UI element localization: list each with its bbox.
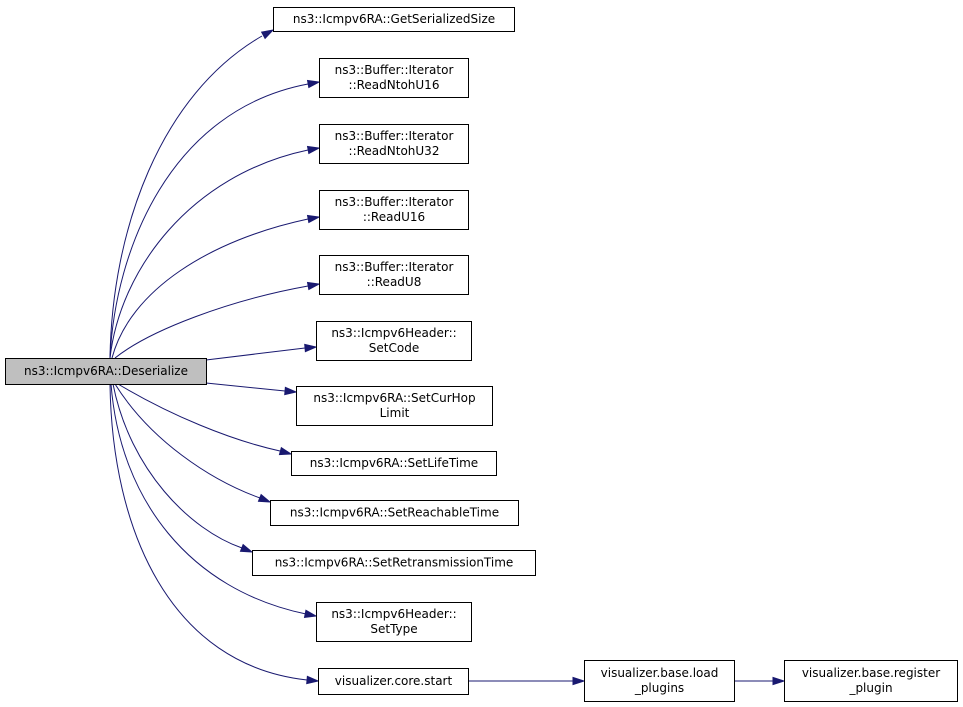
node-box[interactable]: [296, 386, 493, 426]
node-set-reachable-time[interactable]: ns3::Icmpv6RA::SetReachableTime: [270, 500, 519, 526]
edge-deserialize-to-get-serialized-size: [109, 29, 275, 359]
node-set-retransmission-time[interactable]: ns3::Icmpv6RA::SetRetransmissionTime: [252, 550, 536, 576]
node-box[interactable]: [319, 190, 469, 230]
node-label-line: ns3::Buffer::Iterator: [335, 260, 454, 274]
node-box[interactable]: [291, 451, 497, 476]
edge-line: [112, 383, 243, 549]
node-label-line: ns3::Icmpv6RA::Deserialize: [24, 364, 188, 378]
arrow-head-icon: [239, 543, 254, 553]
arrow-head-icon: [304, 343, 318, 353]
node-deserialize[interactable]: ns3::Icmpv6RA::Deserialize: [5, 358, 207, 385]
node-set-code[interactable]: ns3::Icmpv6Header::SetCode: [316, 321, 472, 361]
edge-deserialize-to-visualizer-core-start: [109, 383, 320, 685]
node-label-line: visualizer.base.register: [802, 666, 940, 680]
node-box[interactable]: [784, 660, 958, 702]
arrow-head-icon: [772, 676, 786, 686]
node-label-line: ::ReadNtohU32: [349, 144, 440, 158]
node-set-life-time[interactable]: ns3::Icmpv6RA::SetLifeTime: [291, 451, 497, 476]
edge-deserialize-to-read-u8: [114, 281, 321, 359]
node-label-line: ns3::Buffer::Iterator: [335, 195, 454, 209]
node-box[interactable]: [252, 550, 536, 576]
edge-line: [114, 285, 309, 359]
node-visualizer-base-register-plugin[interactable]: visualizer.base.register_plugin: [784, 660, 958, 702]
edge-deserialize-to-read-ntoh-u16: [109, 79, 321, 359]
node-label-line: ns3::Buffer::Iterator: [335, 63, 454, 77]
node-label-line: _plugins: [634, 681, 684, 695]
arrow-head-icon: [306, 675, 320, 685]
edge-line: [111, 218, 309, 359]
edge-line: [117, 383, 281, 452]
node-box[interactable]: [319, 124, 469, 164]
node-label-line: visualizer.base.load: [601, 666, 719, 680]
node-label-line: Limit: [380, 406, 410, 420]
node-read-u16[interactable]: ns3::Buffer::Iterator::ReadU16: [319, 190, 469, 230]
node-set-type[interactable]: ns3::Icmpv6Header::SetType: [316, 602, 472, 642]
edge-line: [205, 347, 306, 361]
node-visualizer-base-load-plugins[interactable]: visualizer.base.load_plugins: [584, 660, 735, 702]
edge-line: [110, 383, 307, 615]
node-box[interactable]: [318, 668, 469, 695]
edge-deserialize-to-set-retransmission-time: [112, 383, 254, 553]
call-edges: [109, 29, 786, 686]
edge-deserialize-to-read-ntoh-u32: [109, 145, 321, 359]
node-label-line: ns3::Icmpv6RA::GetSerializedSize: [293, 12, 495, 26]
arrow-head-icon: [306, 79, 321, 89]
arrow-head-icon: [284, 386, 298, 396]
node-get-serialized-size[interactable]: ns3::Icmpv6RA::GetSerializedSize: [273, 7, 515, 32]
node-box[interactable]: [5, 358, 207, 385]
node-label-line: ::ReadU8: [367, 275, 422, 289]
edge-deserialize-to-set-cur-hop-limit: [205, 382, 298, 396]
node-box[interactable]: [270, 500, 519, 526]
edge-deserialize-to-set-reachable-time: [114, 383, 272, 503]
node-visualizer-core-start[interactable]: visualizer.core.start: [318, 668, 469, 695]
node-label-line: ns3::Icmpv6RA::SetCurHop: [313, 391, 475, 405]
node-label-line: ns3::Icmpv6RA::SetRetransmissionTime: [275, 556, 514, 570]
edge-line: [109, 383, 308, 681]
node-box[interactable]: [319, 58, 469, 98]
node-label-line: ns3::Buffer::Iterator: [335, 129, 454, 143]
arrow-head-icon: [278, 446, 293, 456]
arrow-head-icon: [260, 29, 275, 40]
edge-deserialize-to-set-life-time: [117, 383, 293, 456]
node-label-line: _plugin: [848, 681, 892, 695]
edge-deserialize-to-read-u16: [111, 214, 321, 359]
node-label-line: ns3::Icmpv6RA::SetLifeTime: [310, 456, 478, 470]
edge-line: [114, 383, 261, 499]
edge-line: [109, 149, 309, 359]
arrow-head-icon: [572, 676, 586, 686]
node-label-line: visualizer.core.start: [335, 674, 453, 688]
node-label-line: ::ReadNtohU16: [349, 78, 440, 92]
node-read-ntoh-u16[interactable]: ns3::Buffer::Iterator::ReadNtohU16: [319, 58, 469, 98]
node-box[interactable]: [316, 602, 472, 642]
node-label-line: ns3::Icmpv6Header::: [331, 607, 456, 621]
edge-deserialize-to-set-code: [205, 343, 318, 361]
edge-line: [205, 382, 286, 392]
node-label-line: ns3::Icmpv6RA::SetReachableTime: [290, 506, 499, 520]
arrow-head-icon: [257, 493, 272, 503]
node-box[interactable]: [316, 321, 472, 361]
arrow-head-icon: [306, 214, 321, 224]
node-label-line: ns3::Icmpv6Header::: [331, 326, 456, 340]
arrow-head-icon: [303, 609, 318, 618]
node-read-u8[interactable]: ns3::Buffer::Iterator::ReadU8: [319, 255, 469, 295]
node-label-line: SetCode: [369, 341, 419, 355]
arrow-head-icon: [306, 281, 321, 291]
node-box[interactable]: [584, 660, 735, 702]
node-read-ntoh-u32[interactable]: ns3::Buffer::Iterator::ReadNtohU32: [319, 124, 469, 164]
node-box[interactable]: [273, 7, 515, 32]
edge-visualizer-base-load-plugins-to-visualizer-base-register-plugin: [734, 676, 786, 686]
edge-line: [109, 83, 309, 359]
edge-visualizer-core-start-to-visualizer-base-load-plugins: [468, 676, 586, 686]
edge-deserialize-to-set-type: [110, 383, 318, 618]
node-label-line: SetType: [370, 622, 417, 636]
call-nodes: ns3::Icmpv6RA::Deserializens3::Icmpv6RA:…: [5, 7, 958, 702]
node-box[interactable]: [319, 255, 469, 295]
arrow-head-icon: [306, 145, 321, 155]
node-label-line: ::ReadU16: [363, 210, 425, 224]
edge-line: [109, 35, 263, 359]
